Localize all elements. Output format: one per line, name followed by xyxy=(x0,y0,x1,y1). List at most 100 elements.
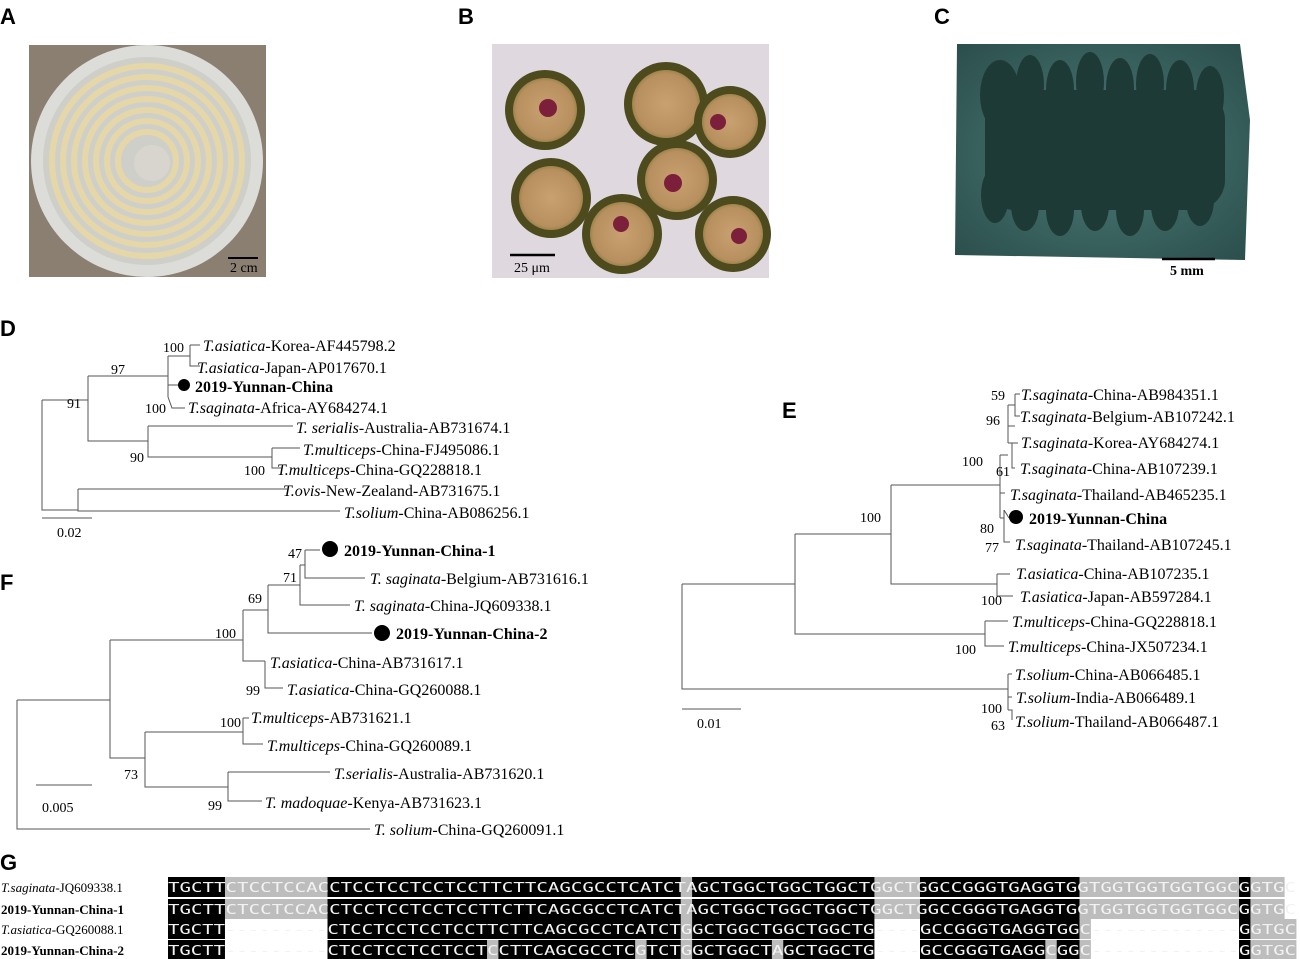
alignment-labels: T.saginata-JQ609338.1 2019-Yunnan-China-… xyxy=(1,880,124,958)
svg-text:59: 59 xyxy=(991,389,1005,404)
svg-text:T.asiatica-China-AB731617.1: T.asiatica-China-AB731617.1 xyxy=(270,655,463,672)
panel-letter-g: G xyxy=(0,850,18,875)
svg-text:T.saginata-China-AB107239.1: T.saginata-China-AB107239.1 xyxy=(1020,461,1218,478)
taxa-labels-f: 2019-Yunnan-China-1 T. saginata-Belgium-… xyxy=(251,543,589,839)
scale-label-d: 0.02 xyxy=(57,526,82,541)
svg-text:61: 61 xyxy=(996,465,1010,480)
svg-text:100: 100 xyxy=(244,464,265,479)
svg-text:T.multiceps-AB731621.1: T.multiceps-AB731621.1 xyxy=(251,710,412,727)
svg-text:T.saginata-Thailand-AB107245.1: T.saginata-Thailand-AB107245.1 xyxy=(1015,537,1232,554)
svg-text:47: 47 xyxy=(288,547,302,562)
sequence-row-1: TGCTTCTCCTCCACCTCCTCCTCCTCCTTCTTCAGCGCCT… xyxy=(168,881,1296,896)
svg-text:T.serialis-Australia-AB731620.: T.serialis-Australia-AB731620.1 xyxy=(334,766,544,783)
tree-d xyxy=(41,344,340,519)
scale-label-e: 0.01 xyxy=(697,717,722,732)
svg-text:T.asiatica-Japan-AB597284.1: T.asiatica-Japan-AB597284.1 xyxy=(1020,589,1212,606)
svg-text:T.asiatica-GQ260088.1: T.asiatica-GQ260088.1 xyxy=(1,922,124,937)
scale-label-f: 0.005 xyxy=(42,801,74,816)
svg-text:100: 100 xyxy=(220,716,241,731)
tree-e xyxy=(681,393,1020,720)
svg-text:63: 63 xyxy=(991,719,1005,734)
svg-text:T.asiatica-China-GQ260088.1: T.asiatica-China-GQ260088.1 xyxy=(287,682,481,699)
scale-label-c: 5 mm xyxy=(1170,264,1204,279)
svg-text:T.asiatica-Japan-AP017670.1: T.asiatica-Japan-AP017670.1 xyxy=(197,360,387,377)
yunnan-marker-d xyxy=(178,379,190,391)
svg-text:T. saginata-Belgium-AB731616.1: T. saginata-Belgium-AB731616.1 xyxy=(370,571,589,588)
svg-text:2019-Yunnan-China-2: 2019-Yunnan-China-2 xyxy=(396,626,547,643)
svg-text:T.multiceps-China-GQ228818.1: T.multiceps-China-GQ228818.1 xyxy=(1012,614,1217,631)
svg-text:T. serialis-Australia-AB731674: T. serialis-Australia-AB731674.1 xyxy=(296,420,510,437)
yunnan-marker-f2 xyxy=(374,625,390,641)
sequence-row-2: TGCTTCTCCTCCACCTCCTCCTCCTCCTTCTTCAGCGCCT… xyxy=(168,903,1296,918)
svg-text:T.saginata-Korea-AY684274.1: T.saginata-Korea-AY684274.1 xyxy=(1021,435,1219,452)
svg-text:96: 96 xyxy=(986,414,1000,429)
svg-text:2019-Yunnan-China-1: 2019-Yunnan-China-1 xyxy=(1,902,124,917)
svg-text:99: 99 xyxy=(246,684,260,699)
panel-letter-f: F xyxy=(0,570,14,595)
svg-text:T.multiceps-China-GQ260089.1: T.multiceps-China-GQ260089.1 xyxy=(267,738,472,755)
svg-text:T.multiceps-China-JX507234.1: T.multiceps-China-JX507234.1 xyxy=(1008,639,1208,656)
svg-text:100: 100 xyxy=(215,627,236,642)
bootstrap-values-d: 100 97 100 91 90 100 xyxy=(67,341,265,479)
svg-text:T.solium-Thailand-AB066487.1: T.solium-Thailand-AB066487.1 xyxy=(1015,714,1219,731)
panel-letter-a: A xyxy=(0,4,16,29)
svg-text:2019-Yunnan-China-1: 2019-Yunnan-China-1 xyxy=(344,543,495,560)
sequence-row-4: TGCTT---------CTCCTCCTCCTCCTCCTTCAGCGCCT… xyxy=(168,944,1296,959)
svg-text:T.asiatica-China-AB107235.1: T.asiatica-China-AB107235.1 xyxy=(1016,566,1209,583)
sequence-row-3: TGCTT---------CTCCTCCTCCTCCTTCTTCAGCGCCT… xyxy=(168,923,1296,938)
yunnan-marker-f1 xyxy=(322,541,338,557)
alignment-shading xyxy=(168,877,1297,959)
yunnan-marker-e xyxy=(1009,510,1023,524)
svg-text:100: 100 xyxy=(163,341,184,356)
svg-text:T.solium-China-AB066485.1: T.solium-China-AB066485.1 xyxy=(1015,667,1201,684)
panel-letter-e: E xyxy=(782,398,797,423)
photo-tapeworm-dish xyxy=(29,45,266,277)
svg-text:T. solium-China-GQ260091.1: T. solium-China-GQ260091.1 xyxy=(374,822,564,839)
svg-text:99: 99 xyxy=(208,799,222,814)
photo-taenia-eggs xyxy=(492,44,771,278)
svg-text:T.ovis-New-Zealand-AB731675.1: T.ovis-New-Zealand-AB731675.1 xyxy=(283,483,500,500)
svg-text:80: 80 xyxy=(980,522,994,537)
svg-text:T.multiceps-China-GQ228818.1: T.multiceps-China-GQ228818.1 xyxy=(277,462,482,479)
svg-text:T. saginata-China-JQ609338.1: T. saginata-China-JQ609338.1 xyxy=(354,598,551,615)
svg-text:100: 100 xyxy=(145,402,166,417)
svg-text:T.solium-India-AB066489.1: T.solium-India-AB066489.1 xyxy=(1016,690,1196,707)
svg-text:2019-Yunnan-China-2: 2019-Yunnan-China-2 xyxy=(1,943,124,958)
svg-text:100: 100 xyxy=(955,643,976,658)
photo-proglottid xyxy=(955,44,1250,261)
svg-text:100: 100 xyxy=(962,455,983,470)
svg-text:69: 69 xyxy=(248,592,262,607)
svg-text:2019-Yunnan-China: 2019-Yunnan-China xyxy=(195,379,333,396)
svg-text:T.saginata-Belgium-AB107242.1: T.saginata-Belgium-AB107242.1 xyxy=(1020,409,1235,426)
svg-text:T.multiceps-China-FJ495086.1: T.multiceps-China-FJ495086.1 xyxy=(303,442,500,459)
svg-text:T.solium-China-AB086256.1: T.solium-China-AB086256.1 xyxy=(344,505,530,522)
svg-text:100: 100 xyxy=(981,594,1002,609)
svg-text:T.saginata-Africa-AY684274.1: T.saginata-Africa-AY684274.1 xyxy=(188,400,388,417)
taxa-labels-e: T.saginata-China-AB984351.1 T.saginata-B… xyxy=(1008,387,1235,731)
panel-letter-d: D xyxy=(0,316,16,341)
scale-label-a: 2 cm xyxy=(230,261,258,276)
bootstrap-values-e: 59 96 100 61 80 77 100 100 100 100 63 xyxy=(860,389,1010,734)
svg-text:97: 97 xyxy=(111,363,125,378)
svg-text:T.saginata-JQ609338.1: T.saginata-JQ609338.1 xyxy=(1,880,123,895)
svg-text:77: 77 xyxy=(985,541,999,556)
svg-text:T.saginata-China-AB984351.1: T.saginata-China-AB984351.1 xyxy=(1021,387,1219,404)
tree-f xyxy=(16,549,372,830)
bootstrap-values-f: 47 71 69 100 99 100 73 99 xyxy=(124,547,302,814)
svg-text:73: 73 xyxy=(124,768,138,783)
svg-text:T. madoquae-Kenya-AB731623.1: T. madoquae-Kenya-AB731623.1 xyxy=(265,795,482,812)
taxa-labels-d: T.asiatica-Korea-AF445798.2 T.asiatica-J… xyxy=(188,338,530,522)
alignment-sequences: TGCTTCTCCTCCACCTCCTCCTCCTCCTTCTTCAGCGCCT… xyxy=(168,881,1296,959)
panel-letter-b: B xyxy=(458,4,474,29)
svg-text:T.saginata-Thailand-AB465235.1: T.saginata-Thailand-AB465235.1 xyxy=(1010,487,1227,504)
svg-text:T.asiatica-Korea-AF445798.2: T.asiatica-Korea-AF445798.2 xyxy=(203,338,396,355)
panel-letter-c: C xyxy=(934,4,950,29)
svg-text:90: 90 xyxy=(130,451,144,466)
svg-text:71: 71 xyxy=(283,571,297,586)
svg-text:91: 91 xyxy=(67,397,81,412)
svg-text:100: 100 xyxy=(981,702,1002,717)
svg-text:2019-Yunnan-China: 2019-Yunnan-China xyxy=(1029,511,1167,528)
svg-text:100: 100 xyxy=(860,511,881,526)
scale-label-b: 25 μm xyxy=(514,261,550,276)
